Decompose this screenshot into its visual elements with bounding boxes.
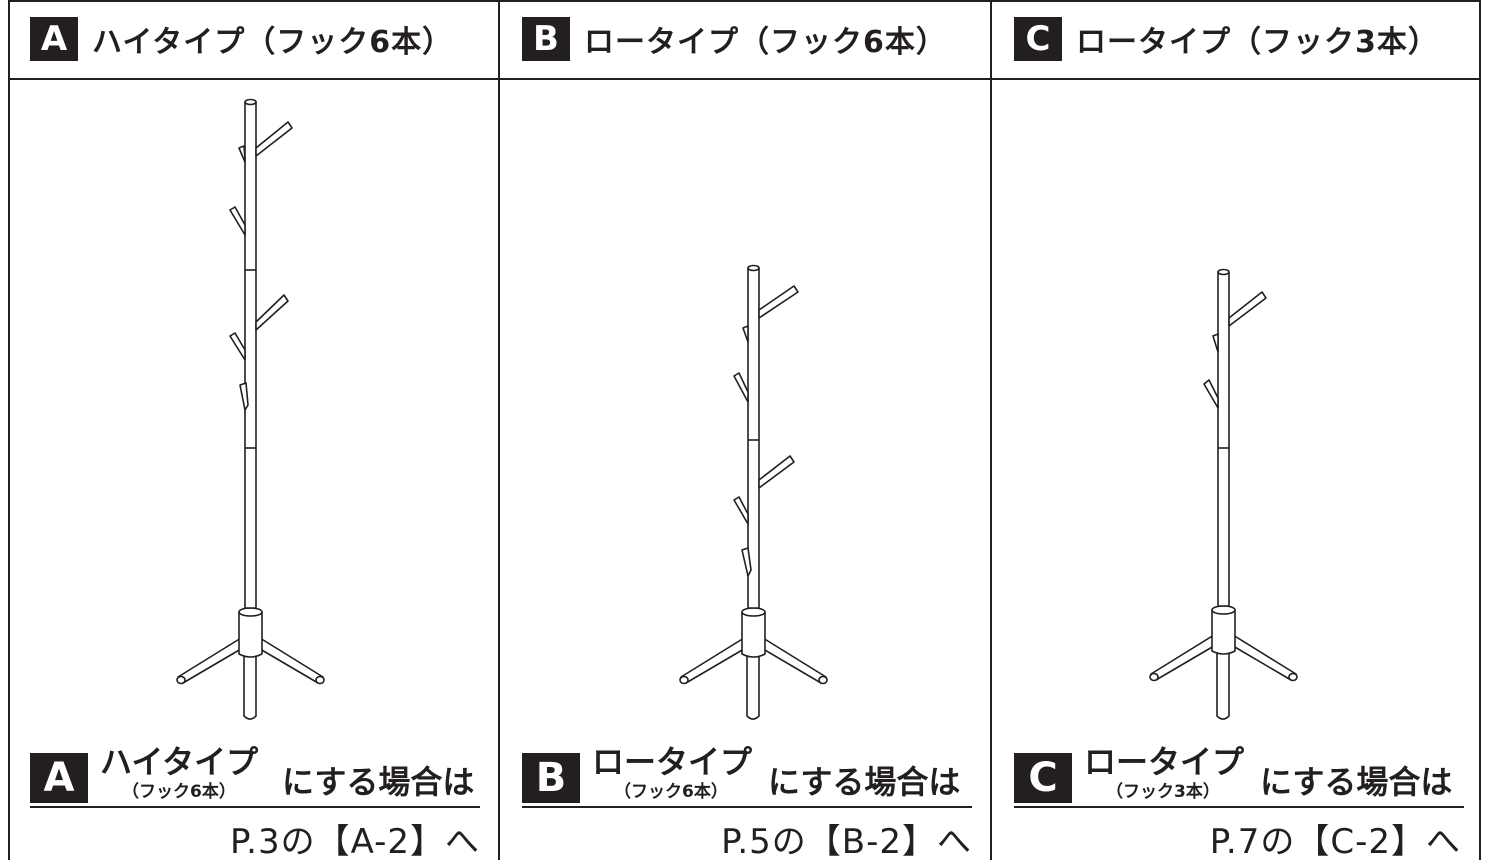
coat-rack-illustration-icon xyxy=(1149,268,1298,720)
column-a: A ハイタイプ（フック6本） xyxy=(8,0,498,862)
caption-tail: にする場合は xyxy=(1260,763,1453,801)
caption-type-name: ロータイプ xyxy=(592,743,753,781)
header-title: ロータイプ（フック6本） xyxy=(584,25,947,60)
caption-tail: にする場合は xyxy=(768,763,961,801)
column-b: B ロータイプ（フック6本） xyxy=(500,0,990,862)
coat-rack-illustration-icon xyxy=(176,98,325,720)
column-divider-1 xyxy=(498,0,500,860)
caption-badge: B xyxy=(522,753,580,803)
letter-badge: B xyxy=(522,17,570,61)
table-border xyxy=(8,0,1481,860)
caption-hook-count: （フック3本） xyxy=(1106,782,1220,802)
caption-underline xyxy=(1014,806,1464,808)
caption: C ロータイプ （フック3本） にする場合は xyxy=(1014,735,1464,805)
caption-hook-count: （フック6本） xyxy=(122,782,236,802)
caption-underline xyxy=(522,806,972,808)
caption-badge: A xyxy=(30,753,88,803)
page-reference: P.7の【C-2】へ xyxy=(1209,822,1461,862)
letter-badge: A xyxy=(30,17,78,61)
caption-type-name: ロータイプ xyxy=(1084,743,1245,781)
column-c-header: C ロータイプ（フック3本） xyxy=(992,0,1479,78)
column-divider-2 xyxy=(990,0,992,860)
caption: A ハイタイプ （フック6本） にする場合は xyxy=(30,735,480,805)
column-c: C ロータイプ（フック3本） C ロータイプ （フ xyxy=(992,0,1479,862)
coat-rack-illustration-icon xyxy=(679,264,828,720)
header-title: ハイタイプ（フック6本） xyxy=(92,25,454,60)
caption-tail: にする場合は xyxy=(282,763,475,801)
comparison-table: A ハイタイプ（フック6本） xyxy=(8,0,1481,862)
letter-badge: C xyxy=(1014,17,1062,61)
caption-underline xyxy=(30,806,480,808)
table-top-rule xyxy=(8,0,1481,2)
header-title: ロータイプ（フック3本） xyxy=(1076,25,1439,60)
column-a-header: A ハイタイプ（フック6本） xyxy=(8,0,498,78)
header-rule xyxy=(8,78,1481,80)
caption-hook-count: （フック6本） xyxy=(614,782,728,802)
caption-badge: C xyxy=(1014,753,1072,803)
caption-type-name: ハイタイプ xyxy=(100,743,259,781)
column-b-header: B ロータイプ（フック6本） xyxy=(500,0,990,78)
caption: B ロータイプ （フック6本） にする場合は xyxy=(522,735,972,805)
page-reference: P.5の【B-2】へ xyxy=(721,822,972,862)
page-reference: P.3の【A-2】へ xyxy=(229,822,480,862)
